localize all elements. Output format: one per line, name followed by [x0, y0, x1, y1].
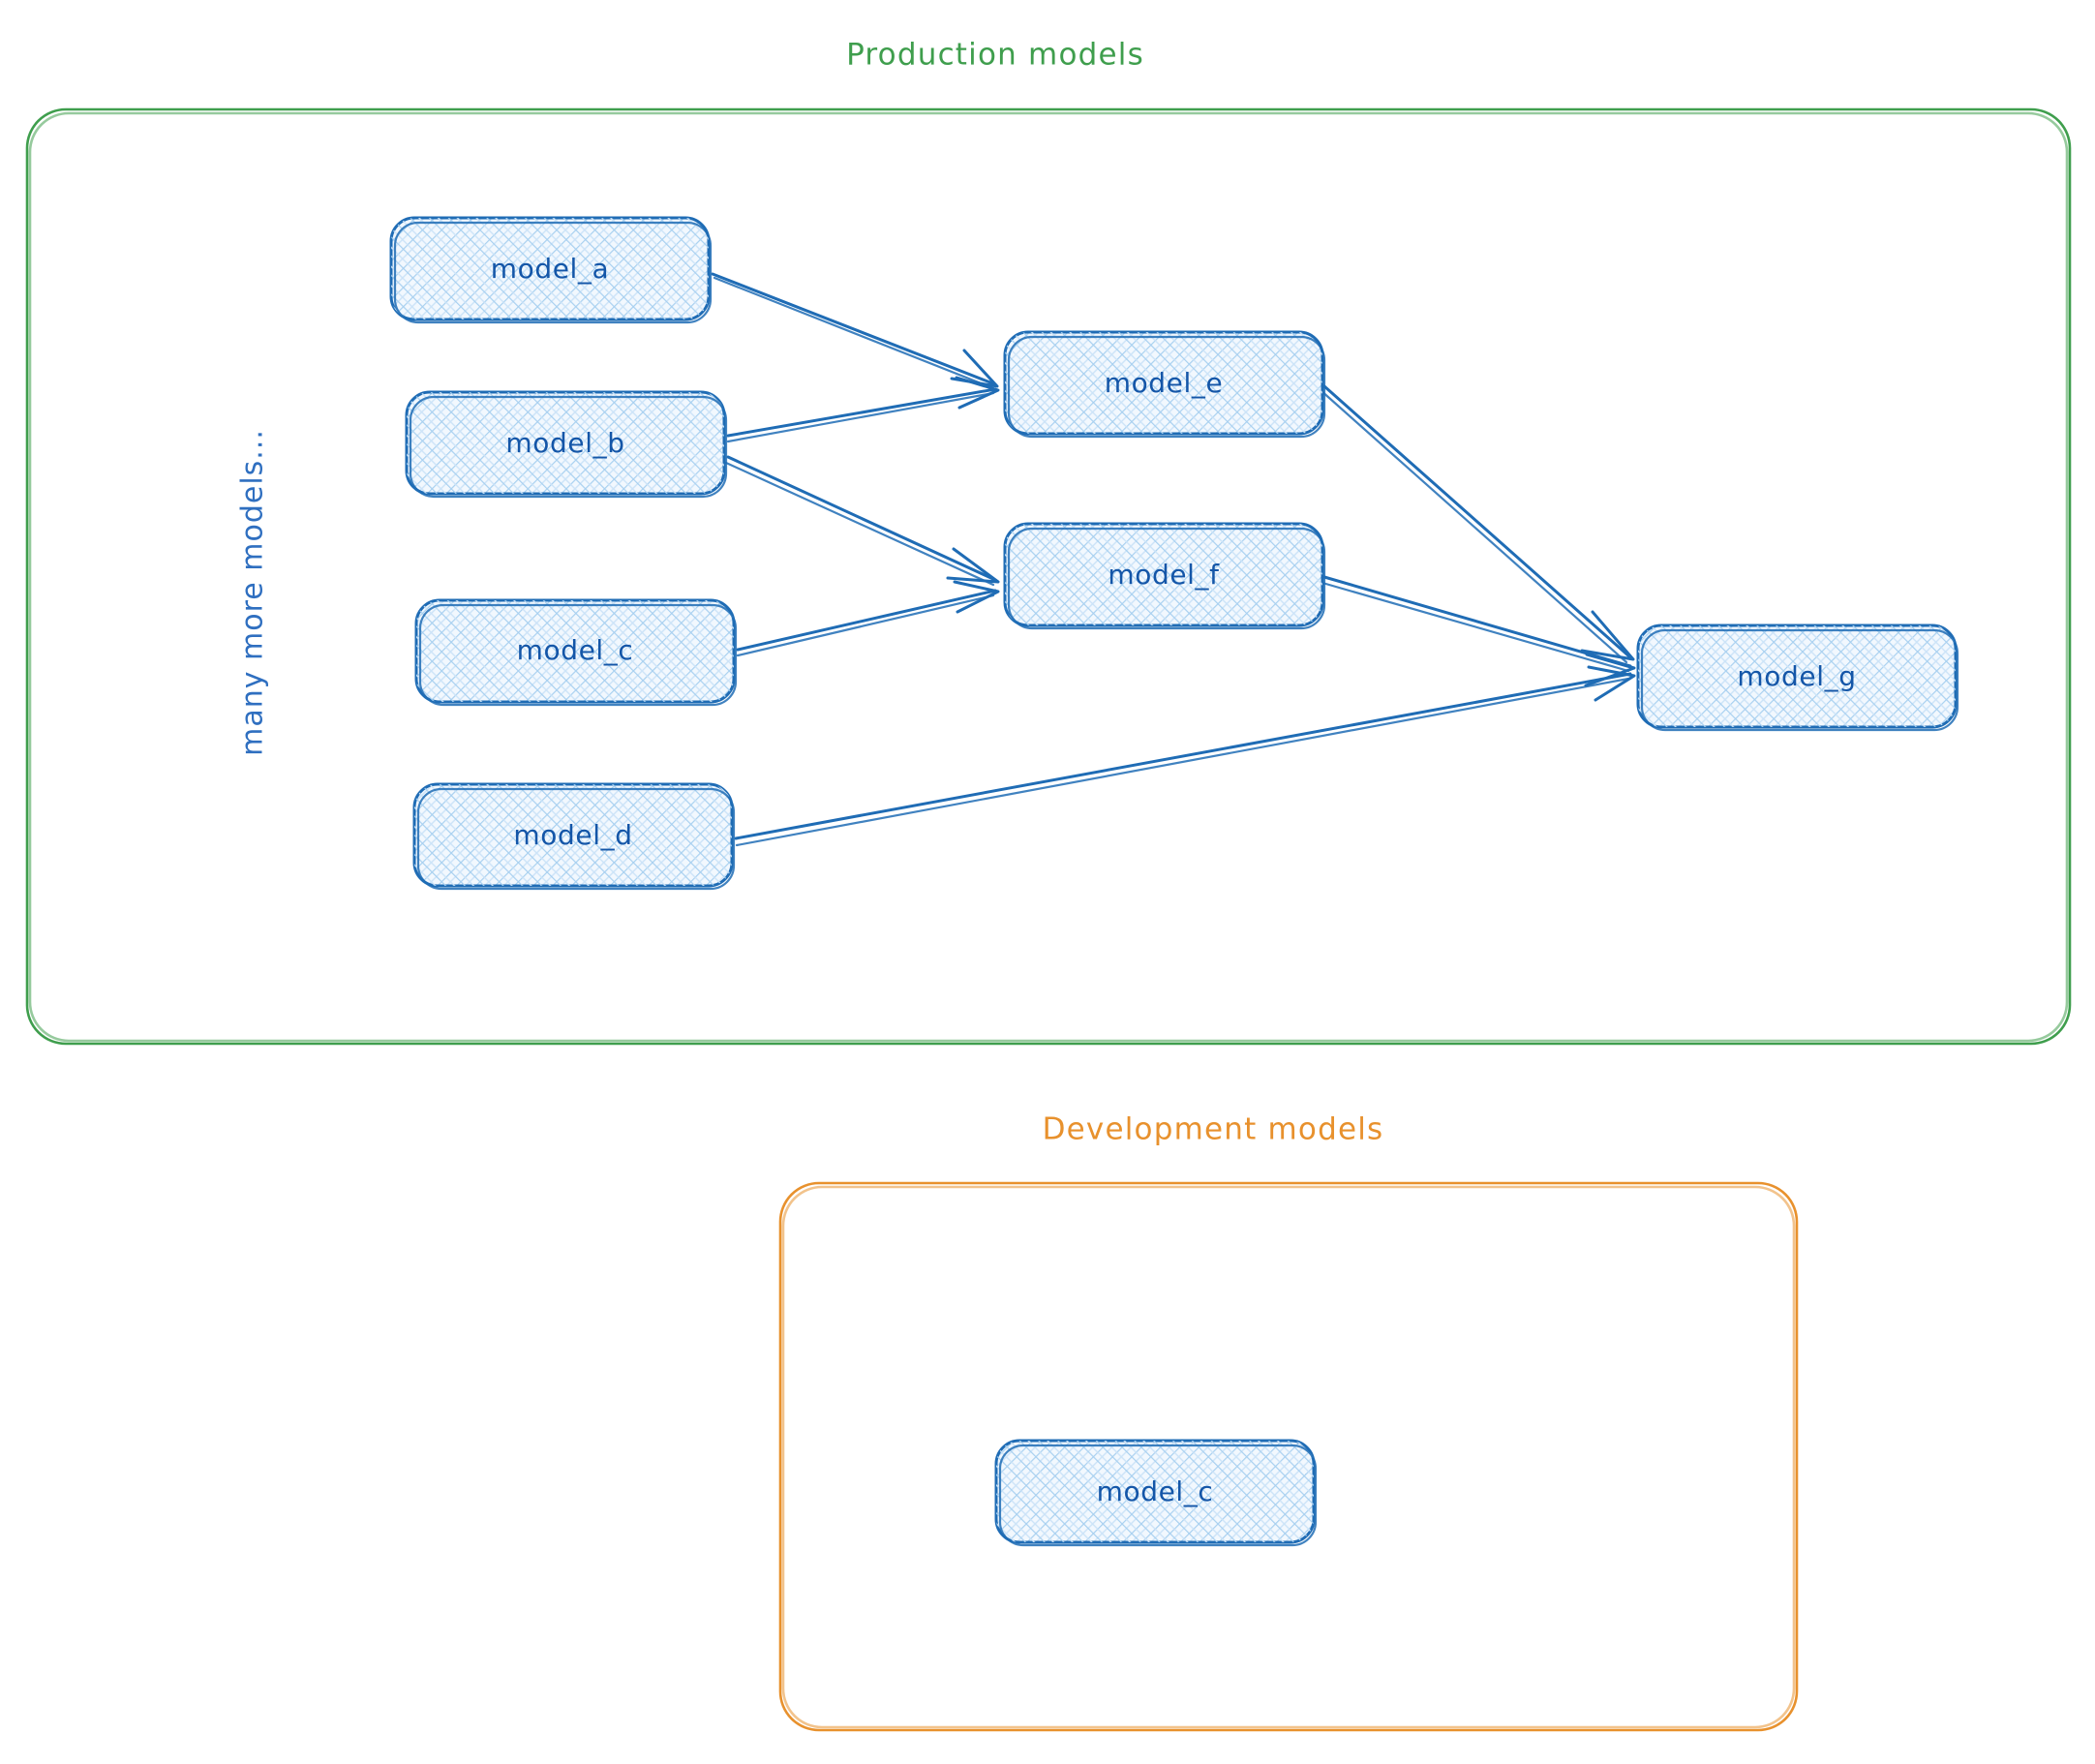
node-model-d-hatch2: [414, 784, 732, 886]
node-model-f-hatch2: [1005, 524, 1322, 625]
node-model-c-dev-hatch2: [996, 1441, 1314, 1542]
edge-model-c-to-model-f: [736, 580, 1000, 657]
development-group-title: Development models: [1043, 1112, 1384, 1147]
group-production: Production models: [25, 38, 2072, 1046]
node-model-f-label: model_f: [1108, 559, 1220, 591]
nodes-layer: model_a model_b model_c model_d: [389, 216, 1959, 1547]
node-model-b-rect-sketch: [409, 395, 728, 499]
production-group-title: Production models: [846, 38, 1144, 73]
production-container-rect: [25, 107, 2072, 1046]
node-model-g-rect-sketch: [1640, 628, 1959, 732]
edge-model-f-to-model-g: [1321, 575, 1636, 687]
edge-model-e-to-model-g: [1319, 384, 1635, 664]
node-model-c[interactable]: model_c: [414, 598, 738, 707]
node-model-e-hatch2: [1005, 332, 1322, 434]
node-model-b-hatch2: [407, 392, 724, 494]
development-container-rect: [778, 1181, 1799, 1732]
node-model-b-label: model_b: [505, 427, 624, 459]
node-model-c-label: model_c: [517, 634, 634, 666]
many-more-models-note: many more models...: [236, 429, 270, 756]
node-model-c-dev-label: model_c: [1097, 1475, 1214, 1507]
node-model-a[interactable]: model_a: [389, 216, 713, 324]
edge-model-b-to-model-e: [726, 376, 1000, 443]
edge-model-b-to-model-f: [724, 455, 1000, 587]
side-note-group: many more models...: [236, 429, 270, 756]
node-model-b[interactable]: model_b: [405, 390, 728, 499]
node-model-d-rect-sketch: [416, 787, 736, 891]
node-model-f[interactable]: model_f: [1003, 522, 1326, 630]
group-development: Development models: [778, 1112, 1799, 1732]
node-model-e-rect-sketch: [1007, 335, 1326, 439]
edges-layer: [711, 272, 1636, 847]
production-container-rect-sketch: [28, 111, 2069, 1043]
node-model-c-hatch2: [416, 600, 734, 702]
node-model-e-label: model_e: [1105, 367, 1224, 399]
node-model-g-hatch2: [1638, 625, 1956, 727]
node-model-d[interactable]: model_d: [412, 782, 736, 891]
edge-model-a-to-model-e: [711, 272, 999, 390]
node-model-g[interactable]: model_g: [1636, 623, 1959, 732]
node-model-a-rect-sketch: [393, 221, 713, 324]
node-model-e[interactable]: model_e: [1003, 330, 1326, 439]
node-model-f-rect-sketch: [1007, 527, 1326, 630]
node-model-a-hatch2: [391, 218, 709, 319]
edge-model-d-to-model-g: [734, 665, 1636, 847]
node-model-d-label: model_d: [513, 819, 632, 851]
node-model-a-label: model_a: [491, 253, 610, 285]
node-model-c-dev-rect-sketch: [998, 1444, 1318, 1547]
node-model-g-label: model_g: [1737, 660, 1856, 692]
node-model-c-rect-sketch: [418, 603, 738, 707]
development-container-rect-sketch: [781, 1185, 1796, 1729]
node-model-c-dev[interactable]: model_c: [994, 1439, 1318, 1547]
